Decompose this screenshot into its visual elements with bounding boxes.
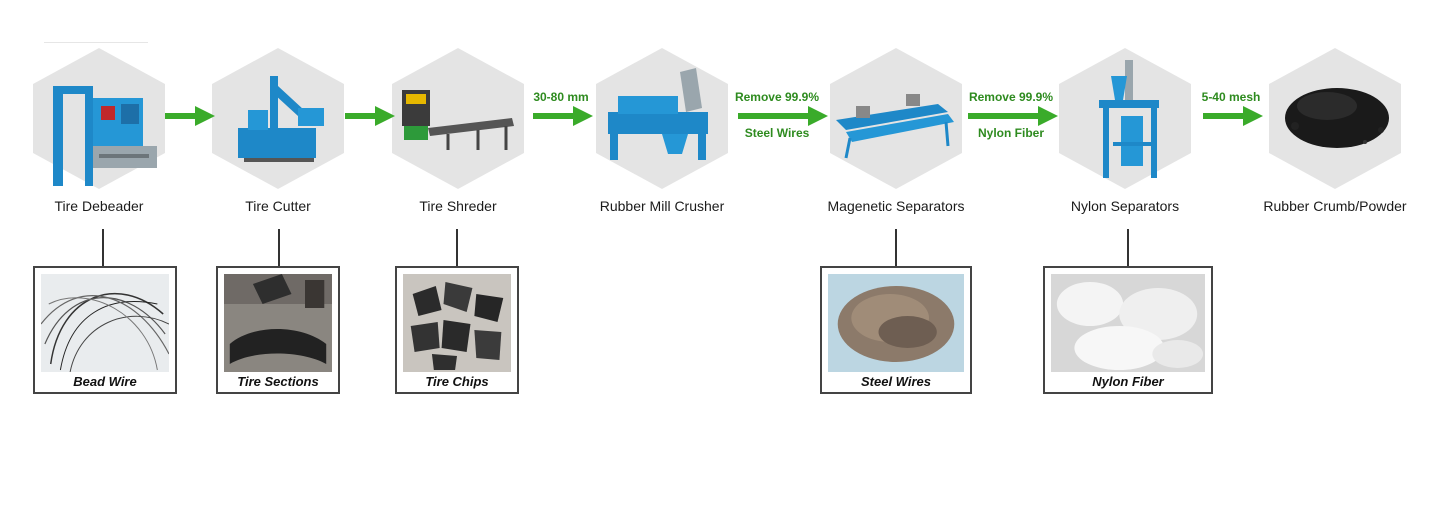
stage-label-nylon-separators: Nylon Separators [1035, 198, 1215, 214]
byproduct-connector [895, 229, 897, 267]
flow-arrow [533, 106, 593, 126]
flow-arrow [968, 106, 1058, 126]
stage-rubber-crumb-powder [1265, 46, 1405, 191]
stage-label-rubber-mill-crusher: Rubber Mill Crusher [572, 198, 752, 214]
decorative-line [44, 42, 148, 43]
arrow-label-top: 30-80 mm [506, 90, 616, 104]
arrow-label-top: Remove 99.9% [956, 90, 1066, 104]
stage-label-magenetic-separators: Magenetic Separators [806, 198, 986, 214]
nylon-separators-image [1055, 46, 1195, 191]
tire-debeader-image [29, 46, 169, 191]
byproduct-steel-wires: Steel Wires [820, 266, 972, 394]
byproduct-label: Steel Wires [822, 374, 970, 389]
flow-arrow [738, 106, 828, 126]
rubber-mill-crusher-image [592, 46, 732, 191]
stage-tire-debeader [29, 46, 169, 191]
byproduct-nylon-fiber: Nylon Fiber [1043, 266, 1213, 394]
byproduct-label: Tire Chips [397, 374, 517, 389]
tire-cutter-image [208, 46, 348, 191]
magenetic-separators-image [826, 46, 966, 191]
stage-tire-cutter [208, 46, 348, 191]
stage-rubber-mill-crusher [592, 46, 732, 191]
byproduct-label: Nylon Fiber [1045, 374, 1211, 389]
byproduct-tire-sections: Tire Sections [216, 266, 340, 394]
arrow-label-bottom: Nylon Fiber [956, 126, 1066, 140]
byproduct-connector [1127, 229, 1129, 267]
tire-sections-photo [224, 274, 332, 372]
flow-arrow [1203, 106, 1263, 126]
stage-tire-shreder [388, 46, 528, 191]
stage-label-tire-debeader: Tire Debeader [9, 198, 189, 214]
arrow-label-bottom: Steel Wires [722, 126, 832, 140]
byproduct-bead-wire: Bead Wire [33, 266, 177, 394]
stage-label-tire-shreder: Tire Shreder [368, 198, 548, 214]
byproduct-connector [456, 229, 458, 267]
stage-nylon-separators [1055, 46, 1195, 191]
stage-label-rubber-crumb-powder: Rubber Crumb/Powder [1245, 198, 1425, 214]
arrow-label-top: Remove 99.9% [722, 90, 832, 104]
byproduct-connector [278, 229, 280, 267]
steel-wires-photo [828, 274, 964, 372]
stage-label-tire-cutter: Tire Cutter [188, 198, 368, 214]
tire-chips-photo [403, 274, 511, 372]
byproduct-tire-chips: Tire Chips [395, 266, 519, 394]
tire-shreder-image [388, 46, 528, 191]
bead-wire-photo [41, 274, 169, 372]
byproduct-label: Bead Wire [35, 374, 175, 389]
nylon-fiber-photo [1051, 274, 1205, 372]
arrow-label-top: 5-40 mesh [1176, 90, 1286, 104]
byproduct-connector [102, 229, 104, 267]
rubber-crumb-powder-image [1265, 46, 1405, 191]
flow-arrow [345, 106, 395, 126]
stage-magenetic-separators [826, 46, 966, 191]
byproduct-label: Tire Sections [218, 374, 338, 389]
flow-arrow [165, 106, 215, 126]
